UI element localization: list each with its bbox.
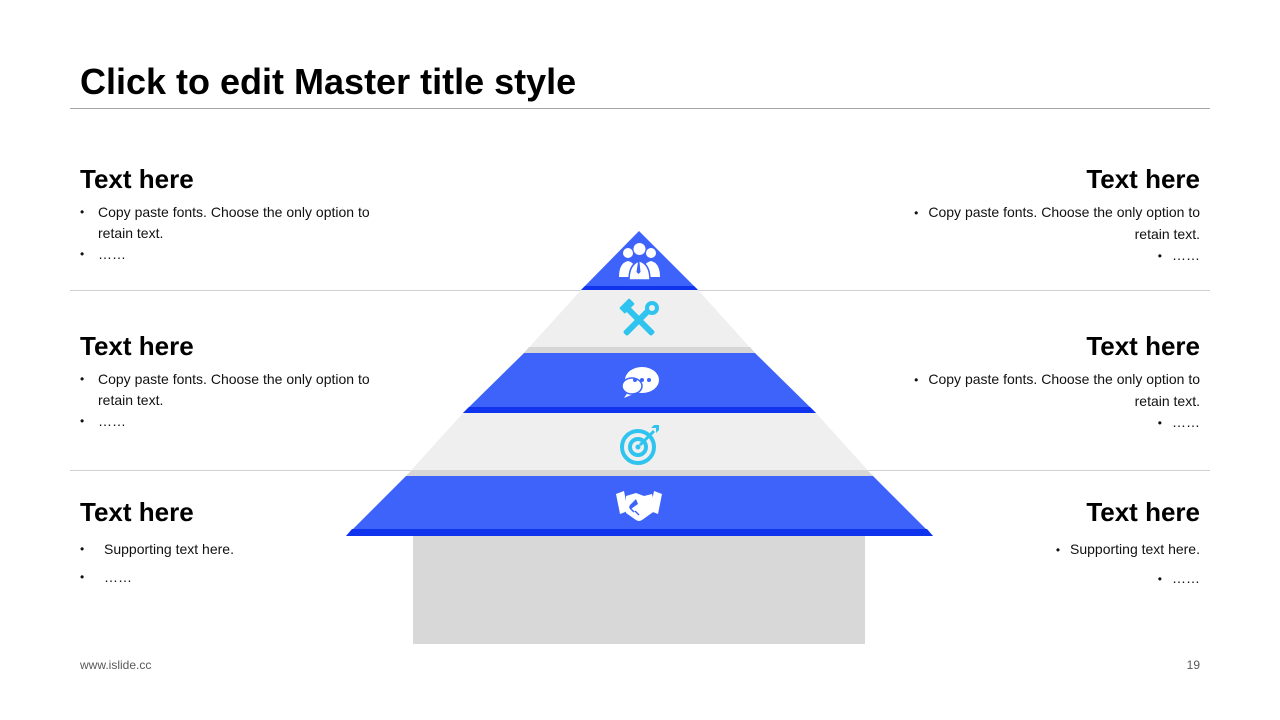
- row-divider-1: [70, 290, 1210, 291]
- pyramid-base: [413, 536, 865, 644]
- bullet-item: Copy paste fonts. Choose the only option…: [928, 371, 1200, 409]
- block-heading: Text here: [1086, 497, 1200, 527]
- text-block-top-left: Text here Copy paste fonts. Choose the o…: [80, 164, 410, 265]
- handshake-icon: [616, 491, 662, 521]
- target-icon: [620, 425, 659, 465]
- pyramid-level-5-edge: [346, 529, 933, 536]
- slide-title: Click to edit Master title style: [80, 61, 577, 102]
- text-block-top-right: Text here •Copy paste fonts. Choose the …: [870, 164, 1200, 267]
- block-heading: Text here: [80, 164, 194, 194]
- block-heading: Text here: [1086, 164, 1200, 194]
- text-block-mid-right: Text here •Copy paste fonts. Choose the …: [870, 331, 1200, 434]
- row-divider-2: [70, 470, 1210, 471]
- bullet-item: ……: [1172, 247, 1200, 263]
- bullet-item: ……: [1172, 570, 1200, 586]
- chat-icon: [621, 367, 659, 398]
- tools-icon: [619, 298, 659, 336]
- bullet-item: Copy paste fonts. Choose the only option…: [80, 202, 388, 244]
- block-heading: Text here: [80, 497, 194, 527]
- bullet-item: Copy paste fonts. Choose the only option…: [928, 204, 1200, 242]
- pyramid-level-2-edge: [524, 347, 755, 353]
- bullet-item: ……: [80, 411, 410, 432]
- team-icon: [619, 243, 660, 281]
- bullet-item: Copy paste fonts. Choose the only option…: [80, 369, 388, 411]
- bullet-item: ……: [80, 244, 410, 265]
- title-divider: [70, 108, 1210, 109]
- pyramid-level-3-edge: [463, 407, 816, 413]
- block-heading: Text here: [1086, 331, 1200, 361]
- page-number: 19: [1186, 658, 1200, 672]
- bullet-item: Supporting text here.: [1070, 541, 1200, 557]
- bullet-item: Supporting text here.: [80, 539, 410, 560]
- text-block-bottom-left: Text here Supporting text here. ……: [80, 497, 410, 595]
- text-block-mid-left: Text here Copy paste fonts. Choose the o…: [80, 331, 410, 432]
- bullet-item: ……: [1172, 414, 1200, 430]
- bullet-item: ……: [80, 567, 410, 588]
- text-block-bottom-right: Text here •Supporting text here. •……: [870, 497, 1200, 590]
- footer-url: www.islide.cc: [80, 658, 152, 672]
- block-heading: Text here: [80, 331, 194, 361]
